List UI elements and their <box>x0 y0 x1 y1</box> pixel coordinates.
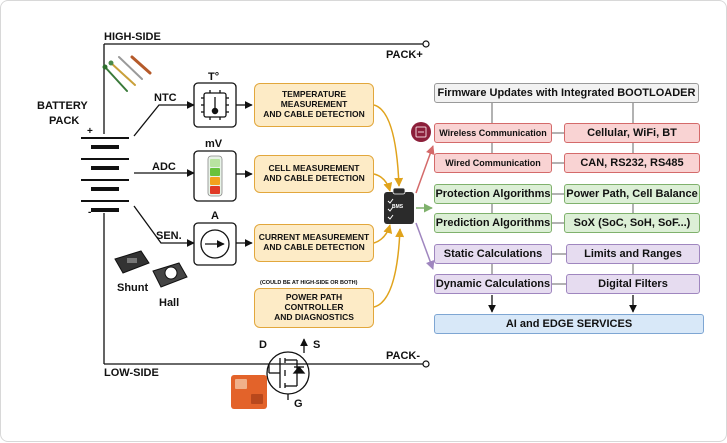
battery-label-line1: BATTERY <box>37 100 88 112</box>
pack-plus-terminal <box>422 40 430 48</box>
battery-minus-sign: - <box>88 207 92 218</box>
ampere-unit-label: A <box>211 210 219 222</box>
temperature-measurement-box: TEMPERATURE MEASUREMENT AND CABLE DETECT… <box>254 83 374 127</box>
temperature-unit-label: T° <box>208 71 220 83</box>
cell-measurement-box: CELL MEASUREMENT AND CABLE DETECTION <box>254 155 374 193</box>
power-to-bms-arrow <box>373 228 405 308</box>
can-rs232-rs485-box: CAN, RS232, RS485 <box>564 153 700 173</box>
high-side-label: HIGH-SIDE <box>104 31 161 43</box>
high-side-note: (COULD BE AT HIGH-SIDE OR BOTH) <box>260 280 358 286</box>
cell-measurement-line1: CELL MEASUREMENT <box>268 163 360 174</box>
current-to-bms-arrow <box>373 224 393 244</box>
limits-and-ranges-box: Limits and Ranges <box>566 244 700 264</box>
ai-edge-services-box: AI and EDGE SERVICES <box>434 314 704 334</box>
current-measurement-line1: CURRENT MEASUREMENT <box>258 232 370 243</box>
static-calculations-box: Static Calculations <box>434 244 552 264</box>
low-side-label: LOW-SIDE <box>104 367 159 379</box>
battery-plus-sign: + <box>87 126 93 137</box>
cellular-wifi-bt-box: Cellular, WiFi, BT <box>564 123 700 143</box>
hall-sensor-icon <box>152 262 188 288</box>
sen-label: SEN. <box>156 230 182 242</box>
millivolt-unit-label: mV <box>205 138 223 150</box>
mosfet-symbol <box>266 351 310 400</box>
right-column-connectors <box>491 103 634 285</box>
power-path-controller-box: POWER PATH CONTROLLER AND DIAGNOSTICS <box>254 288 374 328</box>
current-measurement-line2: AND CABLE DETECTION <box>263 242 365 252</box>
shunt-label: Shunt <box>117 282 149 294</box>
bms-label: BMS <box>392 204 404 210</box>
temperature-measurement-line3: AND CABLE DETECTION <box>263 108 365 119</box>
bms-to-comm-arrow <box>415 145 435 194</box>
pack-minus-terminal <box>422 360 430 368</box>
relay-module-icon <box>231 375 267 409</box>
sen-line <box>133 205 195 247</box>
battery-label-line2: PACK <box>49 115 80 127</box>
dynamic-calculations-box: Dynamic Calculations <box>434 274 552 294</box>
cell-measurement-line2: AND CABLE DETECTION <box>263 173 365 183</box>
wired-communication-box: Wired Communication <box>434 153 552 173</box>
ntc-probes-icon <box>102 55 152 92</box>
battery-cells-symbol <box>81 137 129 212</box>
pack-minus-label: PACK- <box>386 350 421 362</box>
gate-label: G <box>294 398 303 410</box>
source-label: S <box>313 339 321 351</box>
cell-to-bms-arrow <box>373 173 393 192</box>
power-path-cell-balance-box: Power Path, Cell Balance <box>564 184 700 204</box>
temperature-measurement-line2: MEASUREMENT <box>280 99 348 110</box>
battery-level-icon <box>207 155 223 197</box>
prediction-algorithms-box: Prediction Algorithms <box>434 213 552 233</box>
bms-to-calculations-arrow <box>415 222 435 270</box>
ntc-label: NTC <box>154 92 177 104</box>
protection-algorithms-box: Protection Algorithms <box>434 184 552 204</box>
ammeter-icon <box>200 229 230 259</box>
current-measurement-box: CURRENT MEASUREMENT AND CABLE DETECTION <box>254 224 374 262</box>
pack-plus-label: PACK+ <box>386 49 423 61</box>
firmware-updates-box: Firmware Updates with Integrated BOOTLOA… <box>434 83 699 103</box>
power-path-line3: AND DIAGNOSTICS <box>274 311 354 322</box>
power-path-line1: POWER PATH <box>285 292 343 303</box>
sox-box: SoX (SoC, SoH, SoF...) <box>564 213 700 233</box>
temp-to-bms-arrow <box>373 104 404 187</box>
hall-label: Hall <box>159 297 180 309</box>
ntc-line <box>133 101 195 137</box>
thermometer-chip-icon <box>201 90 229 120</box>
temperature-measurement-line1: TEMPERATURE <box>281 89 347 100</box>
adc-label: ADC <box>152 161 176 173</box>
shunt-sensor-icon <box>114 250 150 274</box>
power-path-line2: CONTROLLER <box>284 302 344 313</box>
bms-clipboard-icon <box>384 187 414 224</box>
wireless-communication-box: Wireless Communication <box>434 123 552 143</box>
digital-filters-box: Digital Filters <box>566 274 700 294</box>
drain-label: D <box>259 339 267 351</box>
